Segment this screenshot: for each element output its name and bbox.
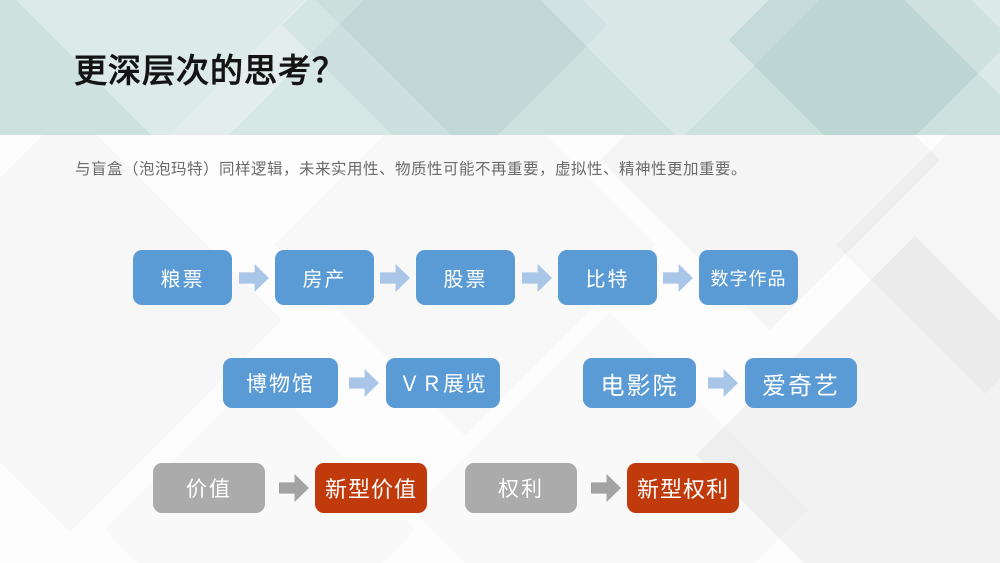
flow-box-stocks: 股票 xyxy=(416,250,515,305)
slide-title: 更深层次的思考？ xyxy=(74,52,346,89)
right-arrow-icon xyxy=(349,369,379,397)
right-arrow-icon xyxy=(663,264,693,292)
flow-box-digital-works: 数字作品 xyxy=(699,250,798,305)
flow-box-new-value: 新型价值 xyxy=(315,463,427,513)
right-arrow-icon xyxy=(522,264,552,292)
right-arrow-icon xyxy=(591,474,621,502)
header-diamond xyxy=(728,0,1000,135)
background-diamond xyxy=(412,312,808,563)
flow-box-new-rights: 新型权利 xyxy=(627,463,739,513)
right-arrow-icon xyxy=(380,264,410,292)
header-diamond xyxy=(510,0,850,135)
flow-box-vr-exhibit: ＶＲ展览 xyxy=(386,358,500,408)
header-diamond xyxy=(854,0,1000,106)
flow-box-iqiyi: 爱奇艺 xyxy=(745,358,857,408)
slide-subtitle: 与盲盒（泡泡玛特）同样逻辑，未来实用性、物质性可能不再重要，虚拟性、精神性更加重… xyxy=(75,161,748,178)
right-arrow-icon xyxy=(279,474,309,502)
right-arrow-icon xyxy=(239,264,269,292)
flow-box-value: 价值 xyxy=(153,463,265,513)
flow-box-cinema: 电影院 xyxy=(583,358,696,408)
background-diamond xyxy=(837,97,1000,394)
flow-box-real-estate: 房产 xyxy=(275,250,374,305)
flow-box-bitcoin: 比特 xyxy=(558,250,657,305)
flow-box-grain-coupon: 粮票 xyxy=(133,250,232,305)
slide-header: 更深层次的思考？ xyxy=(0,0,1000,135)
right-arrow-icon xyxy=(708,369,738,397)
flow-box-rights: 权利 xyxy=(465,463,577,513)
flow-box-museum: 博物馆 xyxy=(223,358,338,408)
